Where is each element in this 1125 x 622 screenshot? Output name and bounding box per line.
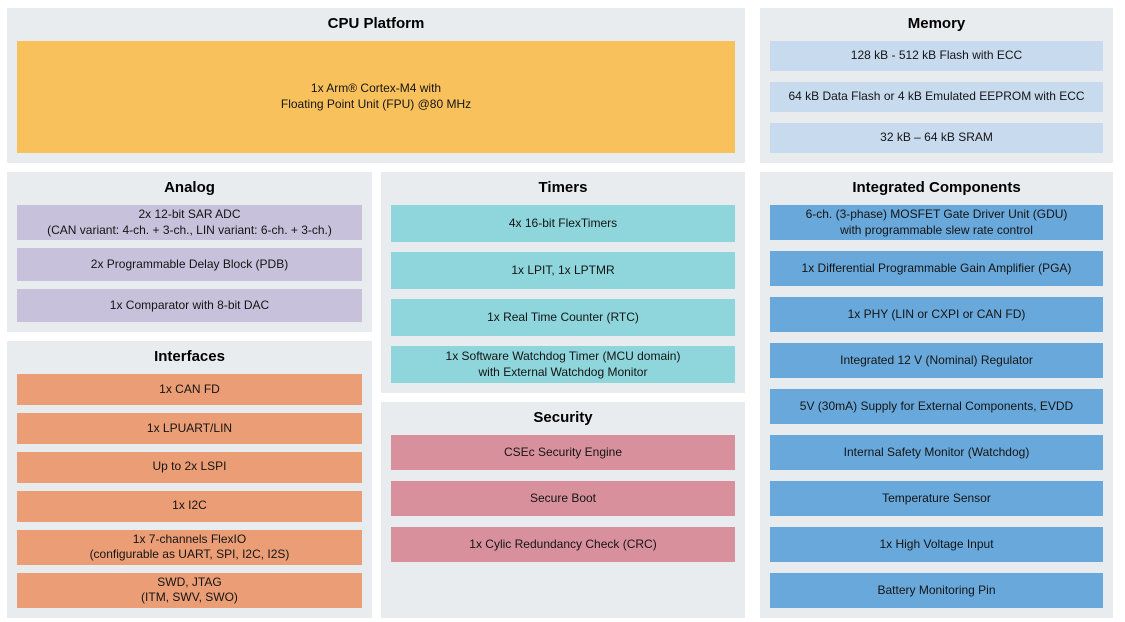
section-title-analog: Analog [164,179,215,196]
top-row: CPU Platform 1x Arm® Cortex-M4 with Floa… [7,8,1113,163]
section-title-interfaces: Interfaces [154,348,225,365]
spec-block: 1x Cylic Redundancy Check (CRC) [391,527,735,562]
spec-block: CSEc Security Engine [391,435,735,470]
column-left: Analog 2x 12-bit SAR ADC (CAN variant: 4… [7,172,372,618]
spec-block: Battery Monitoring Pin [770,573,1103,609]
spec-block: 32 kB – 64 kB SRAM [770,123,1103,153]
spec-block: 1x Real Time Counter (RTC) [391,299,735,336]
spec-block: 4x 16-bit FlexTimers [391,205,735,242]
analog-blocks: 2x 12-bit SAR ADC (CAN variant: 4-ch. + … [17,205,362,322]
spec-block: 1x High Voltage Input [770,527,1103,563]
section-memory: Memory 128 kB - 512 kB Flash with ECC 64 … [760,8,1113,163]
section-title-memory: Memory [907,15,966,32]
interfaces-blocks: 1x CAN FD 1x LPUART/LIN Up to 2x LSPI 1x I2… [17,374,362,608]
spec-block: 1x 7-channels FlexIO (configurable as UA… [17,529,362,565]
spec-block: Temperature Sensor [770,481,1103,517]
section-analog: Analog 2x 12-bit SAR ADC (CAN variant: 4… [7,172,372,332]
spec-block: 64 kB Data Flash or 4 kB Emulated EEPROM… [770,82,1103,112]
memory-blocks: 128 kB - 512 kB Flash with ECC 64 kB Data… [770,41,1103,153]
column-middle: Timers 4x 16-bit FlexTimers 1x LPIT, 1x L… [381,172,745,618]
spec-block: Internal Safety Monitor (Watchdog) [770,435,1103,471]
spec-block: 1x LPIT, 1x LPTMR [391,252,735,289]
spec-block: 128 kB - 512 kB Flash with ECC [770,41,1103,71]
spec-block: 6-ch. (3-phase) MOSFET Gate Driver Unit … [770,205,1103,241]
integrated-components-blocks: 6-ch. (3-phase) MOSFET Gate Driver Unit … [770,205,1103,609]
section-integrated-components: Integrated Components 6-ch. (3-phase) MO… [760,172,1113,618]
spec-block: 2x 12-bit SAR ADC (CAN variant: 4-ch. + … [17,205,362,241]
spec-block: 1x I2C [17,490,362,522]
spec-block: 1x CAN FD [17,374,362,405]
section-title-security: Security [533,409,593,426]
section-timers: Timers 4x 16-bit FlexTimers 1x LPIT, 1x L… [381,172,745,393]
spec-block: 1x Comparator with 8-bit DAC [17,289,362,322]
spec-block: Integrated 12 V (Nominal) Regulator [770,343,1103,379]
section-title-timers: Timers [538,179,588,196]
section-cpu-platform: CPU Platform 1x Arm® Cortex-M4 with Floa… [7,8,745,163]
spec-block: 1x LPUART/LIN [17,412,362,444]
section-title-integrated-components: Integrated Components [852,179,1021,196]
spec-block: 2x Programmable Delay Block (PDB) [17,248,362,282]
spec-block: SWD, JTAG (ITM, SWV, SWO) [17,572,362,608]
spec-block: Secure Boot [391,481,735,516]
cpu-platform-blocks: 1x Arm® Cortex-M4 with Floating Point Un… [17,41,735,153]
bottom-row: Analog 2x 12-bit SAR ADC (CAN variant: 4… [7,172,1113,618]
spec-block: 1x Arm® Cortex-M4 with Floating Point Un… [17,41,735,153]
spec-block: 1x Differential Programmable Gain Amplif… [770,251,1103,287]
spec-block: 1x Software Watchdog Timer (MCU domain) … [391,346,735,383]
spec-block: Up to 2x LSPI [17,451,362,483]
spec-block: 1x PHY (LIN or CXPI or CAN FD) [770,297,1103,333]
spec-block: 5V (30mA) Supply for External Components… [770,389,1103,425]
timers-blocks: 4x 16-bit FlexTimers 1x LPIT, 1x LPTMR 1x … [391,205,735,383]
section-title-cpu-platform: CPU Platform [327,15,425,32]
section-interfaces: Interfaces 1x CAN FD 1x LPUART/LIN Up to 2… [7,341,372,618]
